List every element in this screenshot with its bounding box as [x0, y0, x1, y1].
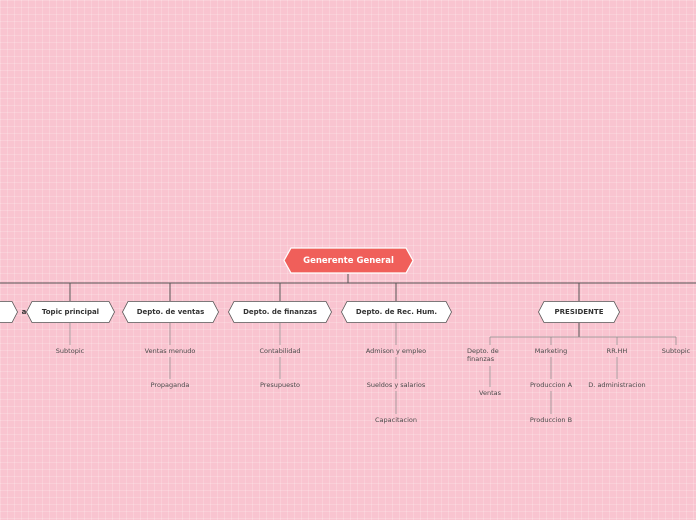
branch-label: Depto. de Rec. Hum. [355, 308, 438, 316]
branch-label: Depto. de finanzas [243, 308, 317, 316]
subtopic-label[interactable]: Sueldos y salarios [366, 381, 426, 389]
branch-label: Depto. de ventas [136, 308, 205, 316]
branch-node-topic-principal[interactable]: Topic principal [26, 301, 115, 323]
subtopic-label[interactable]: Ventas [479, 389, 501, 397]
subtopic-label[interactable]: Produccion B [529, 416, 573, 424]
subtopic-label[interactable]: Presupuesto [260, 381, 300, 389]
branch-shape [0, 301, 18, 323]
branch-node-depto-finanzas[interactable]: Depto. de finanzas [228, 301, 332, 323]
subtopic-label[interactable]: Admison y empleo [365, 347, 427, 355]
root-node[interactable]: Generente General [283, 247, 414, 274]
branch-node-depto-rec-hum[interactable]: Depto. de Rec. Hum. [341, 301, 452, 323]
root-label: Generente General [303, 255, 394, 266]
subtopic-label[interactable]: Subtopic [661, 347, 691, 355]
branch-label: PRESIDENTE [554, 308, 604, 316]
subtopic-label[interactable]: Contabilidad [259, 347, 301, 355]
subtopic-label[interactable]: Ventas menudo [144, 347, 196, 355]
subtopic-label[interactable]: Capacitacion [374, 416, 418, 424]
branch-shape [122, 301, 219, 323]
subtopic-label[interactable]: Produccion A [529, 381, 573, 389]
branch-label: a [21, 308, 27, 316]
branch-shape [341, 301, 452, 323]
subtopic-label[interactable]: Propaganda [150, 381, 190, 389]
branch-node-depto-ventas[interactable]: Depto. de ventas [122, 301, 219, 323]
branch-node-presidente[interactable]: PRESIDENTE [538, 301, 620, 323]
subtopic-label[interactable]: Subtopic [55, 347, 85, 355]
branch-node-partial[interactable]: a [0, 301, 26, 323]
branch-shape [228, 301, 332, 323]
branch-shape [538, 301, 620, 323]
subtopic-label[interactable]: Marketing [534, 347, 568, 355]
subtopic-label[interactable]: RR.HH [606, 347, 628, 355]
branch-shape [26, 301, 115, 323]
subtopic-label[interactable]: D. administracion [588, 381, 646, 389]
subtopic-label[interactable]: Depto. de finanzas [467, 347, 499, 363]
root-shape [283, 247, 414, 274]
branch-label: Topic principal [41, 308, 100, 316]
